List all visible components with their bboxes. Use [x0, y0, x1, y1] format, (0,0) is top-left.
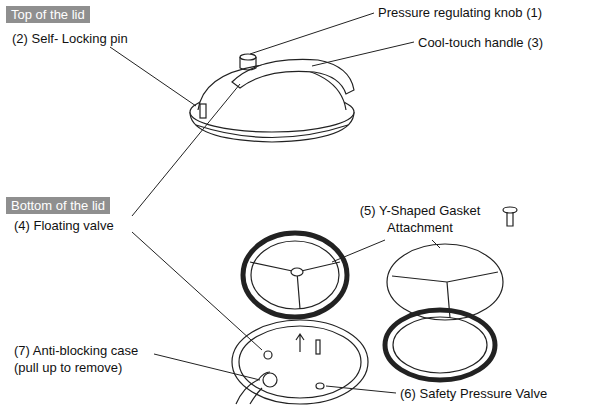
section-band: Bottom of the lid [6, 197, 110, 214]
part-label: Pressure regulating knob (1) [378, 4, 542, 21]
section-title: Bottom of the lid [11, 198, 105, 213]
section-title: Top of the lid [11, 7, 85, 22]
part-label: (6) Safety Pressure Valve [400, 385, 547, 402]
gasket-assembly [243, 233, 347, 317]
lid-top [190, 54, 354, 142]
section-band: Top of the lid [6, 6, 90, 23]
part-label: (5) Y-Shaped Gasket Attachment [345, 202, 495, 236]
lid-bottom [232, 320, 368, 404]
part-label: (4) Floating valve [14, 217, 114, 234]
part-label: (2) Self- Locking pin [12, 30, 128, 47]
part-label: Cool-touch handle (3) [418, 34, 543, 51]
part-label: (7) Anti-blocking case (pull up to remov… [14, 342, 164, 376]
